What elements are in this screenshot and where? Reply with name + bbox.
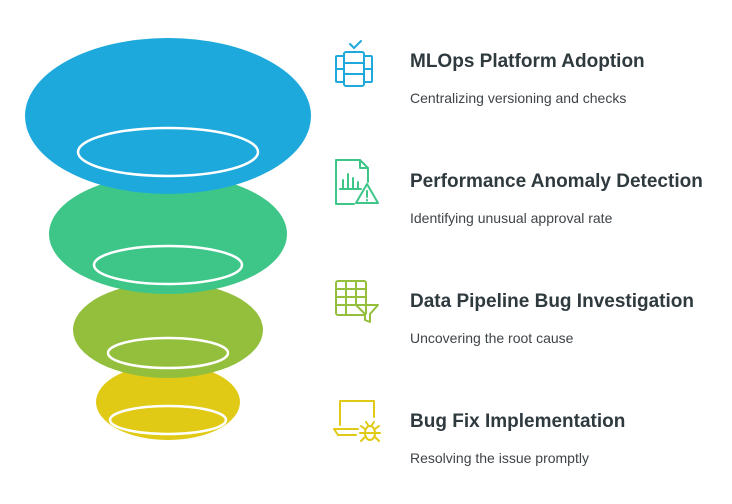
step-4-description: Resolving the issue promptly	[410, 450, 589, 466]
step-1-title: MLOps Platform Adoption	[410, 51, 645, 72]
funnel-stage-2	[49, 174, 287, 294]
step-1-description: Centralizing versioning and checks	[410, 90, 627, 106]
chart-warning-icon	[335, 159, 379, 205]
funnel-stage-4	[96, 364, 240, 440]
funnel-diagram	[25, 38, 311, 440]
step-4-title: Bug Fix Implementation	[410, 411, 626, 432]
funnel-stage-1	[25, 38, 311, 194]
step-2-description: Identifying unusual approval rate	[410, 210, 613, 226]
laptop-bug-icon	[333, 400, 381, 442]
database-check-icon	[335, 40, 373, 87]
step-3-title: Data Pipeline Bug Investigation	[410, 291, 694, 312]
step-3-description: Uncovering the root cause	[410, 330, 574, 346]
step-2-title: Performance Anomaly Detection	[410, 171, 703, 192]
table-filter-icon	[335, 280, 379, 323]
funnel-stage-3	[73, 282, 263, 378]
